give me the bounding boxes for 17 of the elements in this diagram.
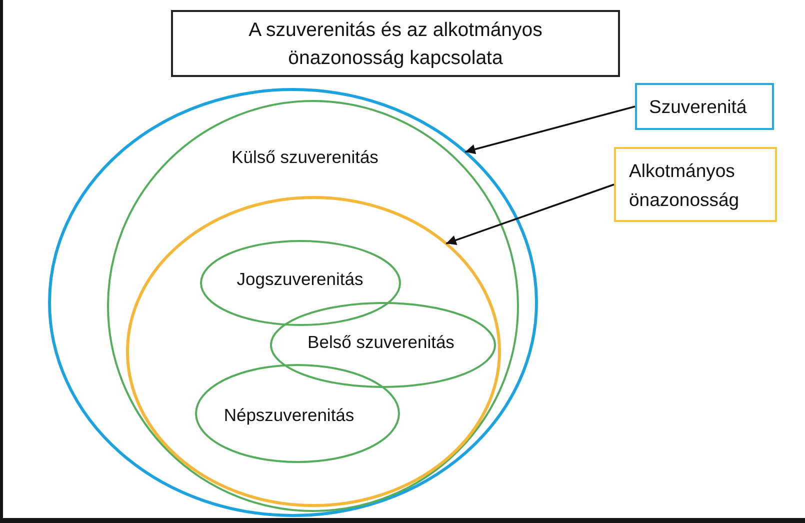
ellipse <box>126 196 501 507</box>
ellipse-label: Külső szuverenitás <box>232 147 378 167</box>
ellipse <box>48 88 538 517</box>
label-box <box>614 147 777 222</box>
ellipse-label: Belső szuverenitás <box>308 332 454 352</box>
label-box <box>635 83 774 130</box>
ellipse-label: Jogszuverenitás <box>236 269 364 289</box>
ellipse <box>200 240 401 326</box>
box-label: Szuverenitá <box>649 95 747 119</box>
ellipse <box>195 364 400 463</box>
title-text: A szuverenitás és az alkotmányos önazonosság kapcsolata <box>248 18 544 70</box>
box-label: Alkotmányos önazonosság <box>629 158 740 212</box>
ellipse <box>270 302 496 388</box>
arrow <box>446 184 614 245</box>
ellipse-label: Népszuverenitás <box>224 405 354 425</box>
arrow <box>464 106 636 154</box>
ellipse <box>107 100 519 512</box>
